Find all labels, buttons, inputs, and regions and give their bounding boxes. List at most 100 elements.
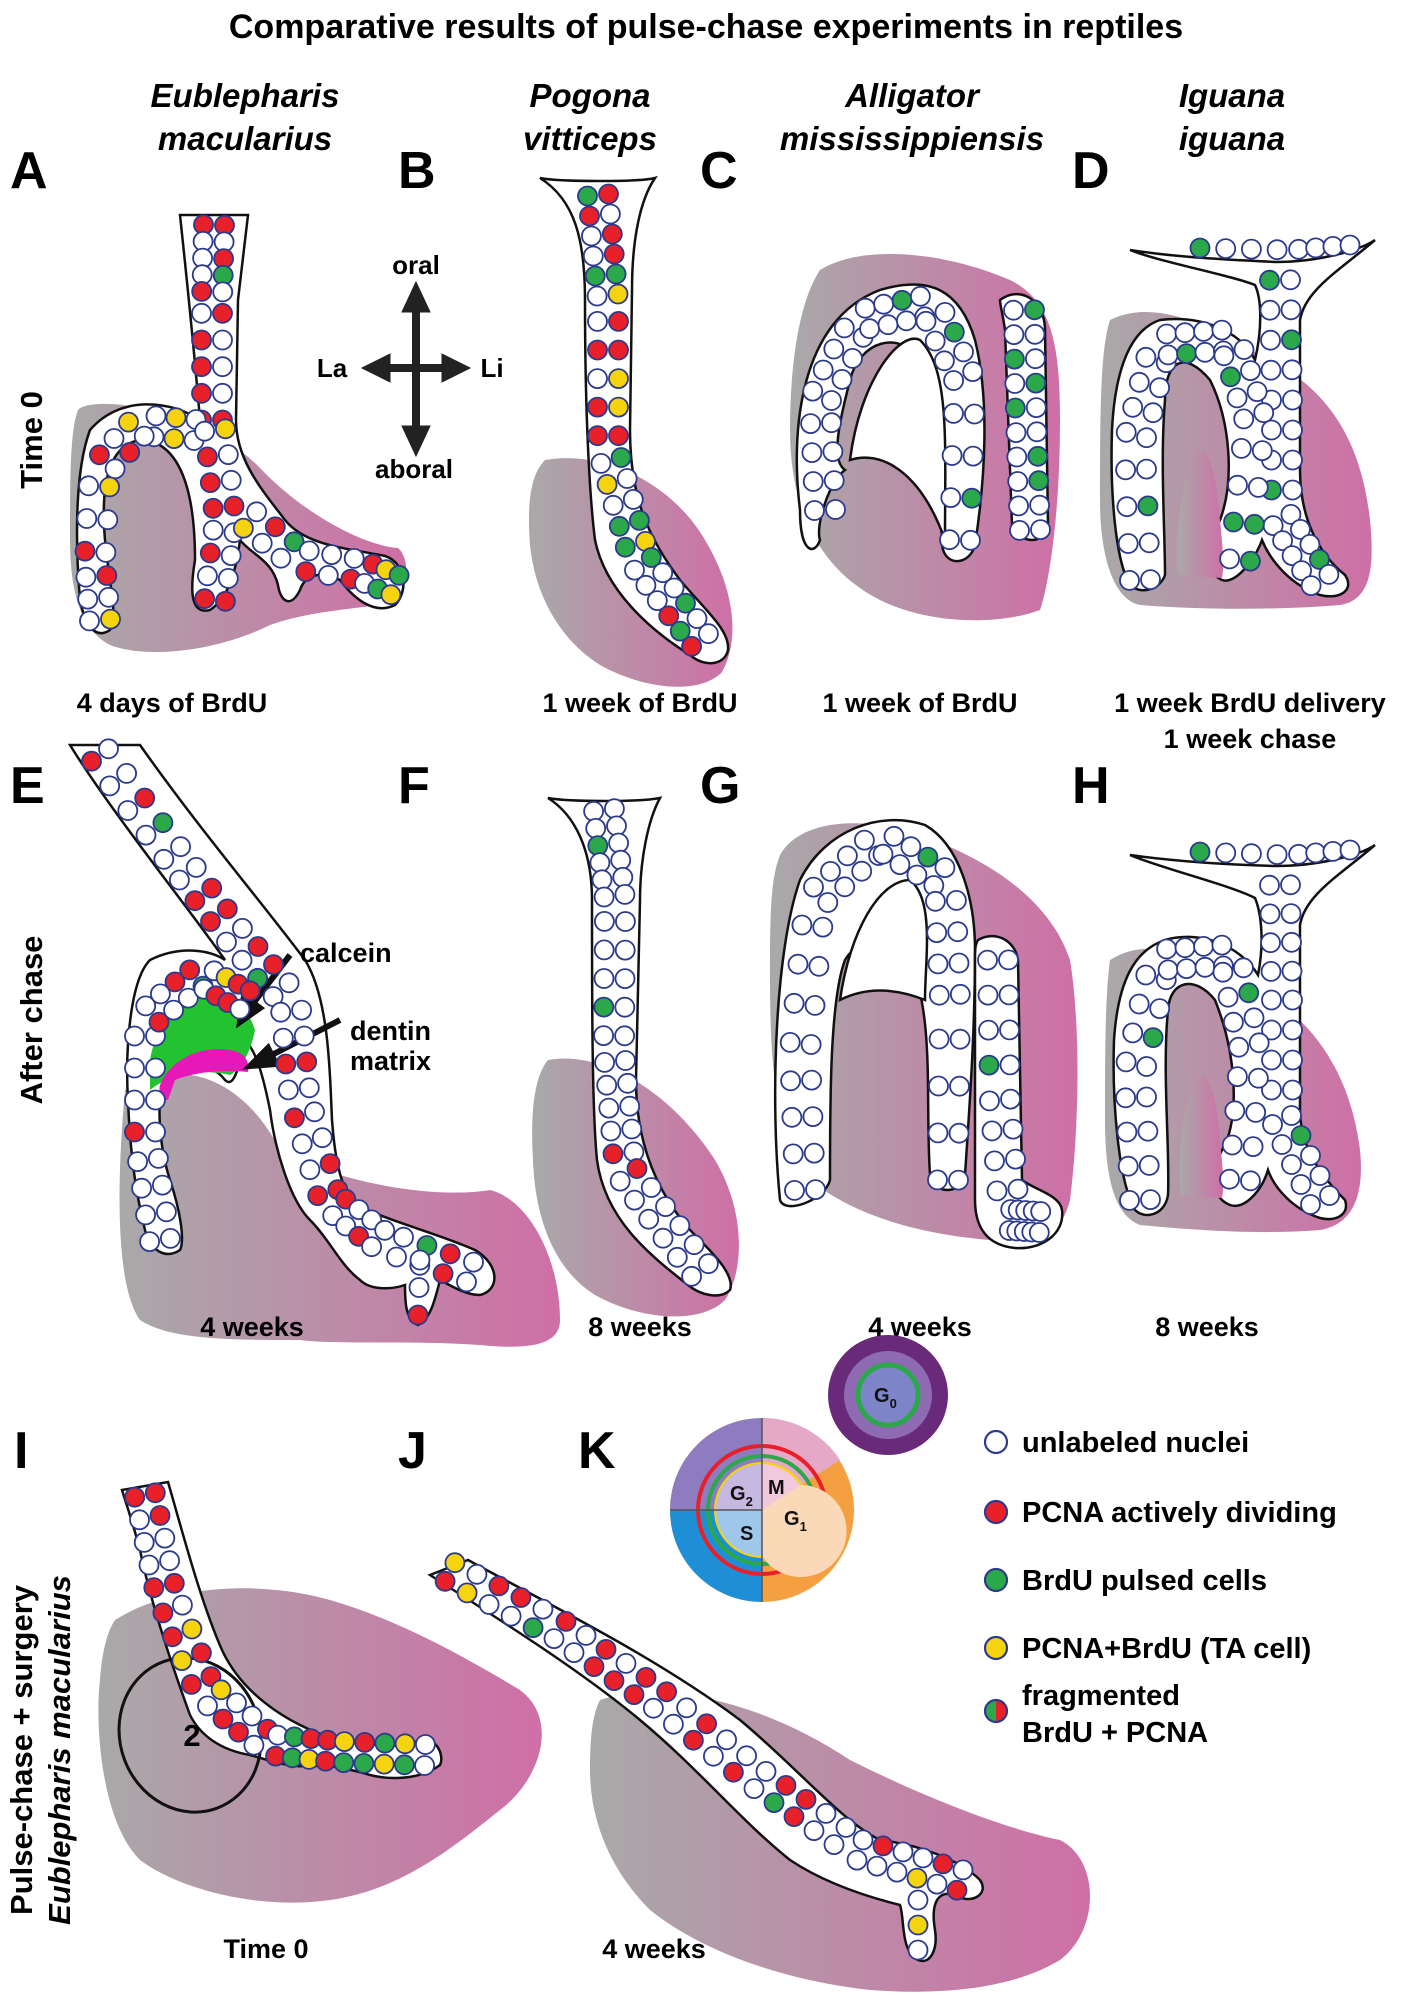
row-label-time0: Time 0 (14, 391, 49, 489)
panel-d-nucleus (1140, 569, 1161, 590)
panel-g-nucleus (1005, 1148, 1026, 1170)
panel-letter-c: C (700, 142, 738, 200)
species-d-line1: Iguana (1179, 77, 1285, 114)
species-b-line2: vitticeps (523, 120, 657, 157)
row-label-after-chase: After chase (14, 936, 49, 1105)
panel-d-nucleus (1233, 408, 1255, 430)
panel-f-nucleus (606, 815, 627, 837)
panel-h-nucleus (1115, 1087, 1136, 1109)
panel-c-nucleus (964, 403, 985, 425)
panel-j-nucleus (852, 1829, 874, 1851)
panel-c-nucleus (1028, 470, 1050, 492)
panel-j-nucleus (683, 1729, 704, 1751)
panel-e-nucleus (98, 738, 119, 760)
panel-a-nucleus (165, 407, 187, 429)
panel-g-nucleus (1002, 1118, 1024, 1140)
pulp-shapes[interactable] (1177, 451, 1224, 1198)
panel-j-nucleus (563, 1642, 585, 1663)
panel-d-nucleus (1226, 387, 1248, 409)
panel-f-nucleus (655, 1196, 676, 1217)
panel-e-nucleus (135, 995, 157, 1017)
panel-c-nucleus (962, 361, 984, 383)
panel-d-nucleus (1116, 496, 1138, 518)
panel-g-nucleus (1000, 1088, 1021, 1110)
panel-i-nucleus (124, 1486, 146, 1508)
panel-d-nucleus (1299, 534, 1321, 555)
panel-a-nucleus (199, 472, 221, 494)
panel-j-nucleus (466, 1563, 488, 1585)
phase-g0: G0 (874, 1385, 897, 1411)
panel-h-nucleus (1290, 1174, 1312, 1195)
panel-d-nucleus (1253, 402, 1275, 424)
panel-d-nucleus (1251, 440, 1273, 462)
panel-d-nucleus (1136, 458, 1157, 480)
panel-d-nucleus (1211, 319, 1233, 341)
panel-c-nucleus (822, 441, 844, 463)
panel-i-nucleus (159, 1550, 181, 1572)
panel-f-nucleus (591, 869, 613, 891)
panel-j-nucleus (803, 1820, 825, 1841)
panel-g-nucleus (948, 1169, 969, 1191)
panel-b-nucleus (586, 285, 608, 307)
panel-d-nucleus (1240, 550, 1261, 572)
panel-e-nucleus (168, 869, 190, 891)
panel-f-nucleus (623, 1141, 645, 1163)
panel-f-nucleus (615, 911, 636, 932)
panel-f-nucleus (638, 1208, 660, 1230)
panel-e-nucleus (145, 1057, 166, 1079)
panel-j-nucleus (932, 1853, 954, 1875)
panel-a-nucleus (89, 444, 110, 466)
panel-a-nucleus (196, 446, 218, 468)
panel-c-nucleus (821, 412, 842, 434)
panel-g-nucleus (780, 1070, 801, 1092)
panel-a-nucleus (79, 610, 100, 632)
panel-h-nucleus (1261, 1079, 1282, 1101)
panel-d-nucleus (1300, 575, 1322, 596)
panel-c-nucleus (934, 350, 955, 372)
panel-d-nucleus (1259, 299, 1281, 321)
panel-h-nucleus (1261, 989, 1282, 1011)
panel-a-nucleus (270, 547, 292, 569)
panel-d-nucleus (1157, 344, 1179, 366)
panel-g-nucleus (949, 1028, 971, 1050)
caption-i: Time 0 (223, 1934, 308, 1964)
panel-j-nucleus (555, 1611, 577, 1632)
panel-i-nucleus (171, 1594, 193, 1616)
panel-c-nucleus (1007, 471, 1029, 492)
panel-c-nucleus (940, 487, 962, 509)
panel-c-nucleus (960, 529, 981, 551)
legend-swatch-pcna (983, 1499, 1009, 1525)
panel-j-nucleus (703, 1745, 724, 1767)
panel-g-nucleus (802, 1106, 824, 1127)
panel-h-nucleus (1122, 1022, 1144, 1044)
panel-e-nucleus (432, 1263, 454, 1284)
panel-f-nucleus (614, 1025, 635, 1047)
panel-j-nucleus (723, 1761, 744, 1783)
panel-e-nucleus (275, 1053, 297, 1075)
panel-d-nucleus (1149, 377, 1170, 399)
panel-j-nucleus (444, 1552, 466, 1574)
legend-swatch-unlabeled (983, 1429, 1009, 1455)
panel-d-nucleus (1233, 339, 1255, 360)
panel-e-nucleus (296, 1051, 318, 1073)
panel-c-nucleus (962, 445, 984, 467)
panel-h-nucleus (1240, 1170, 1261, 1192)
caption-d-line2: 1 week chase (1164, 724, 1337, 754)
legend-label-brdu: BrdU pulsed cells (1022, 1565, 1267, 1597)
panel-h-nucleus (1119, 1190, 1140, 1211)
panel-g-nucleus (900, 836, 922, 858)
panel-i-nucleus (394, 1733, 416, 1755)
panel-e-nucleus (283, 1107, 305, 1129)
panel-e-nucleus (201, 877, 223, 899)
panel-i-nucleus (373, 1753, 395, 1775)
panel-e-nucleus (135, 824, 157, 846)
panel-c-nucleus (801, 442, 823, 464)
panel-c-nucleus (1003, 299, 1024, 321)
panel-e-nucleus (170, 836, 192, 858)
panel-g-nucleus (977, 984, 999, 1006)
panel-h-nucleus (1288, 843, 1309, 865)
panel-d-nucleus (1260, 329, 1281, 351)
panel-d-nucleus (1244, 513, 1265, 535)
panel-d-nucleus (1318, 564, 1340, 585)
panel-f-nucleus (608, 832, 629, 854)
